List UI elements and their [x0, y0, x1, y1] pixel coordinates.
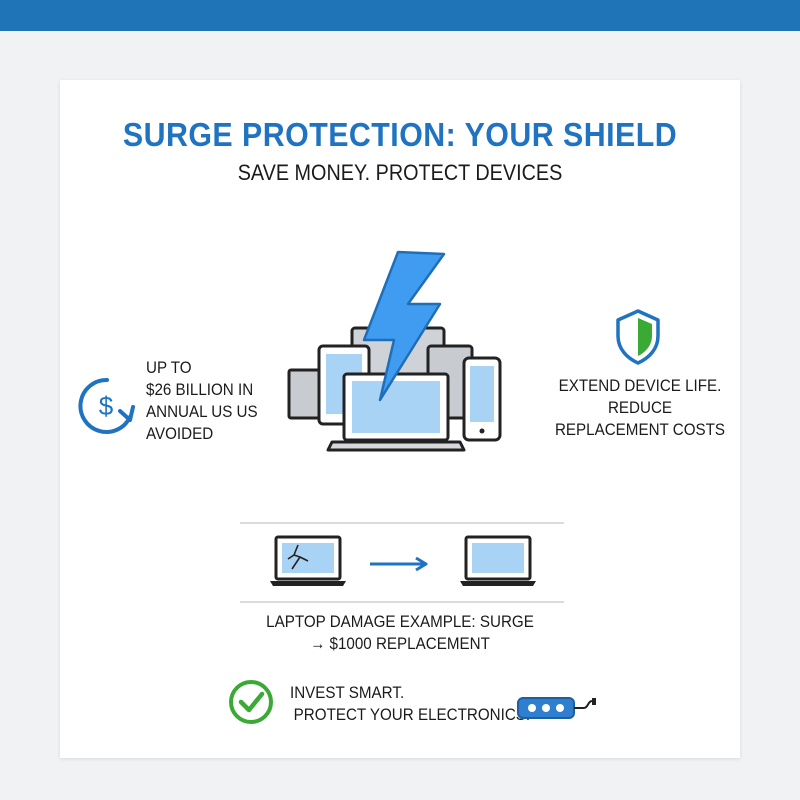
top-bar — [0, 0, 800, 31]
svg-text:$: $ — [99, 391, 114, 421]
devices-lightning-icon — [287, 250, 502, 452]
laptop-icon — [460, 535, 536, 586]
shield-icon — [616, 309, 660, 365]
checkmark-icon — [229, 680, 273, 724]
page-title: SURGE PROTECTION: YOUR SHIELD — [122, 116, 678, 153]
device-life-text: EXTEND DEVICE LIFE. REDUCE REPLACEMENT C… — [554, 377, 726, 439]
savings-text: UP TO $26 BILLION IN ANNUAL US US AVOIDE… — [146, 359, 258, 443]
page-subtitle: SAVE MONEY. PROTECT DEVICES — [237, 160, 563, 185]
broken-laptop-icon — [270, 535, 346, 586]
dollar-cycle-icon: $ — [78, 377, 135, 434]
right-arrow-icon — [370, 556, 428, 572]
divider-top — [240, 522, 564, 524]
cta-text: INVEST SMART. PROTECT YOUR ELECTRONICS. — [290, 684, 531, 724]
power-strip-icon — [517, 697, 596, 719]
divider-bottom — [240, 601, 564, 603]
example-text: LAPTOP DAMAGE EXAMPLE: SURGE → $1000 REP… — [266, 613, 534, 653]
